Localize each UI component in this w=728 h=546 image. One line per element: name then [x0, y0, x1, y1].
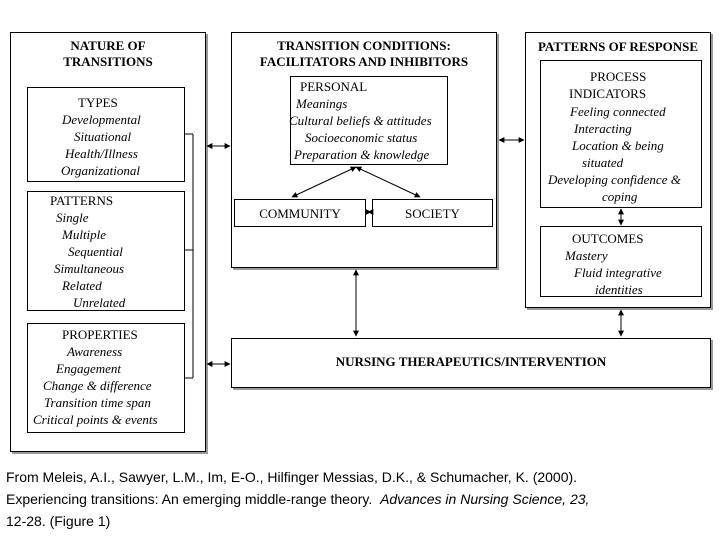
citation-line2: Experiencing transitions: An emerging mi…: [6, 490, 589, 508]
process-heading-line2: INDICATORS: [569, 86, 647, 101]
community-label: COMMUNITY: [259, 206, 341, 221]
nursing-therapeutics-label: NURSING THERAPEUTICS/INTERVENTION: [335, 354, 607, 369]
nature-title-line2: TRANSITIONS: [63, 54, 153, 69]
patterns-item-related: Related: [62, 278, 102, 293]
personal-item-meanings: Meanings: [296, 96, 348, 111]
process-item-situated: situated: [582, 155, 624, 170]
process-item-developing-confidence: Developing confidence &: [548, 172, 681, 187]
properties-heading: PROPERTIES: [62, 327, 138, 342]
nature-of-transitions-box: [10, 32, 206, 452]
properties-item-change: Change & difference: [43, 378, 152, 393]
patterns-item-sequential: Sequential: [68, 244, 123, 259]
process-item-coping: coping: [602, 189, 638, 204]
personal-box: [290, 76, 448, 165]
arrow-personal-community: [291, 166, 357, 198]
outcomes-box: [540, 226, 702, 297]
citation-journal: Advances in Nursing Science, 23,: [380, 491, 590, 507]
patterns-item-single: Single: [56, 210, 89, 225]
process-heading-line1: PROCESS: [590, 69, 647, 84]
process-indicators-box: [540, 60, 702, 208]
properties-item-time-span: Transition time span: [44, 395, 151, 410]
conditions-title-line1: TRANSITION CONDITIONS:: [277, 38, 451, 53]
types-heading: TYPES: [78, 95, 118, 110]
properties-box: [27, 323, 185, 433]
patterns-item-multiple: Multiple: [62, 227, 107, 242]
outcomes-item-mastery: Mastery: [565, 248, 608, 263]
response-title: PATTERNS OF RESPONSE: [537, 39, 699, 54]
process-item-feeling-connected: Feeling connected: [570, 104, 666, 119]
types-item-developmental: Developmental: [62, 112, 141, 127]
process-item-interacting: Interacting: [574, 121, 632, 136]
patterns-box: [27, 191, 185, 311]
patterns-heading: PATTERNS: [50, 193, 114, 208]
patterns-item-unrelated: Unrelated: [73, 295, 126, 310]
conditions-title-line2: FACILITATORS AND INHIBITORS: [259, 54, 469, 69]
outcomes-heading: OUTCOMES: [572, 231, 644, 246]
outcomes-item-identities: identities: [595, 282, 643, 297]
society-label: SOCIETY: [405, 206, 460, 221]
community-box: [234, 199, 366, 227]
properties-item-critical-points: Critical points & events: [33, 412, 158, 427]
types-item-organizational: Organizational: [61, 163, 140, 178]
personal-heading: PERSONAL: [300, 79, 368, 94]
nursing-therapeutics-box: [231, 338, 711, 388]
personal-item-preparation: Preparation & knowledge: [294, 147, 430, 162]
types-item-situational: Situational: [74, 129, 132, 144]
properties-item-engagement: Engagement: [56, 361, 121, 376]
process-item-location: Location & being: [572, 138, 664, 153]
patterns-of-response-box: [525, 32, 711, 308]
types-box: [27, 87, 185, 182]
properties-item-awareness: Awareness: [67, 344, 123, 359]
nature-title-line1: NATURE OF: [70, 38, 146, 53]
personal-item-cultural-beliefs: Cultural beliefs & attitudes: [289, 113, 432, 128]
transition-conditions-box: [231, 32, 497, 268]
citation-line3: 12-28. (Figure 1): [6, 513, 111, 529]
patterns-item-simultaneous: Simultaneous: [54, 261, 125, 276]
personal-item-socioeconomic: Socioeconomic status: [305, 130, 418, 145]
citation-line1: From Meleis, A.I., Sawyer, L.M., Im, E-O…: [6, 469, 578, 485]
outcomes-item-fluid-integrative: Fluid integrative: [574, 265, 662, 280]
arrow-personal-society: [355, 166, 421, 198]
types-item-health-illness: Health/Illness: [65, 146, 138, 161]
citation-line2-text: Experiencing transitions: An emerging mi…: [6, 491, 381, 507]
